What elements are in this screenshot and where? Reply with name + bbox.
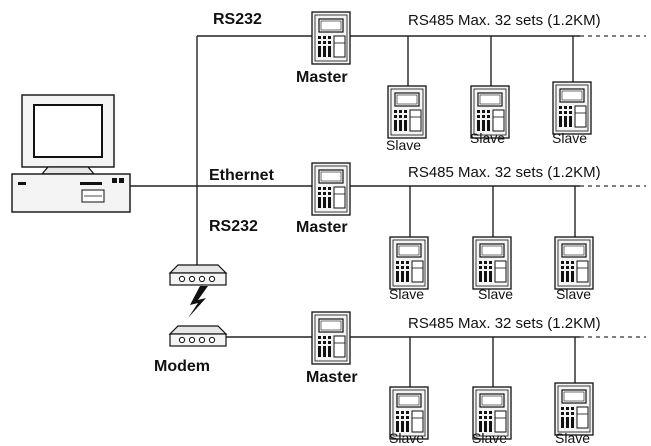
computer-icon [11, 94, 131, 213]
ethernet-label: Ethernet [209, 167, 275, 184]
rs232-label: RS232 [209, 218, 258, 235]
master-label: Master [306, 369, 358, 386]
bus-label: RS485 Max. 32 sets (1.2KM) [408, 315, 601, 332]
bus-label: RS485 Max. 32 sets (1.2KM) [408, 12, 601, 29]
master-controller-icon [311, 11, 351, 65]
slave-label: Slave [386, 137, 421, 153]
slave-controller-icon [554, 236, 594, 290]
slave-label: Slave [389, 430, 424, 446]
slave-label: Slave [472, 430, 507, 446]
master-label: Master [296, 69, 348, 86]
rs232-label: RS232 [213, 11, 262, 28]
slave-controller-icon [387, 85, 427, 139]
slave-controller-icon [472, 236, 512, 290]
slave-label: Slave [478, 286, 513, 302]
slave-label: Slave [552, 130, 587, 146]
modem-label: Modem [154, 358, 210, 375]
master-controller-icon [311, 311, 351, 365]
master-label: Master [296, 219, 348, 236]
bus-label: RS485 Max. 32 sets (1.2KM) [408, 164, 601, 181]
slave-controller-icon [554, 382, 594, 436]
wiring [130, 35, 646, 387]
slave-controller-icon [389, 236, 429, 290]
slave-label: Slave [556, 286, 591, 302]
slave-label: Slave [555, 430, 590, 446]
lightning-link-icon [188, 286, 208, 318]
modem-icon [169, 325, 227, 347]
slave-label: Slave [389, 286, 424, 302]
modem-icon [169, 264, 227, 286]
slave-controller-icon [552, 81, 592, 135]
master-controller-icon [311, 162, 351, 216]
slave-label: Slave [470, 130, 505, 146]
